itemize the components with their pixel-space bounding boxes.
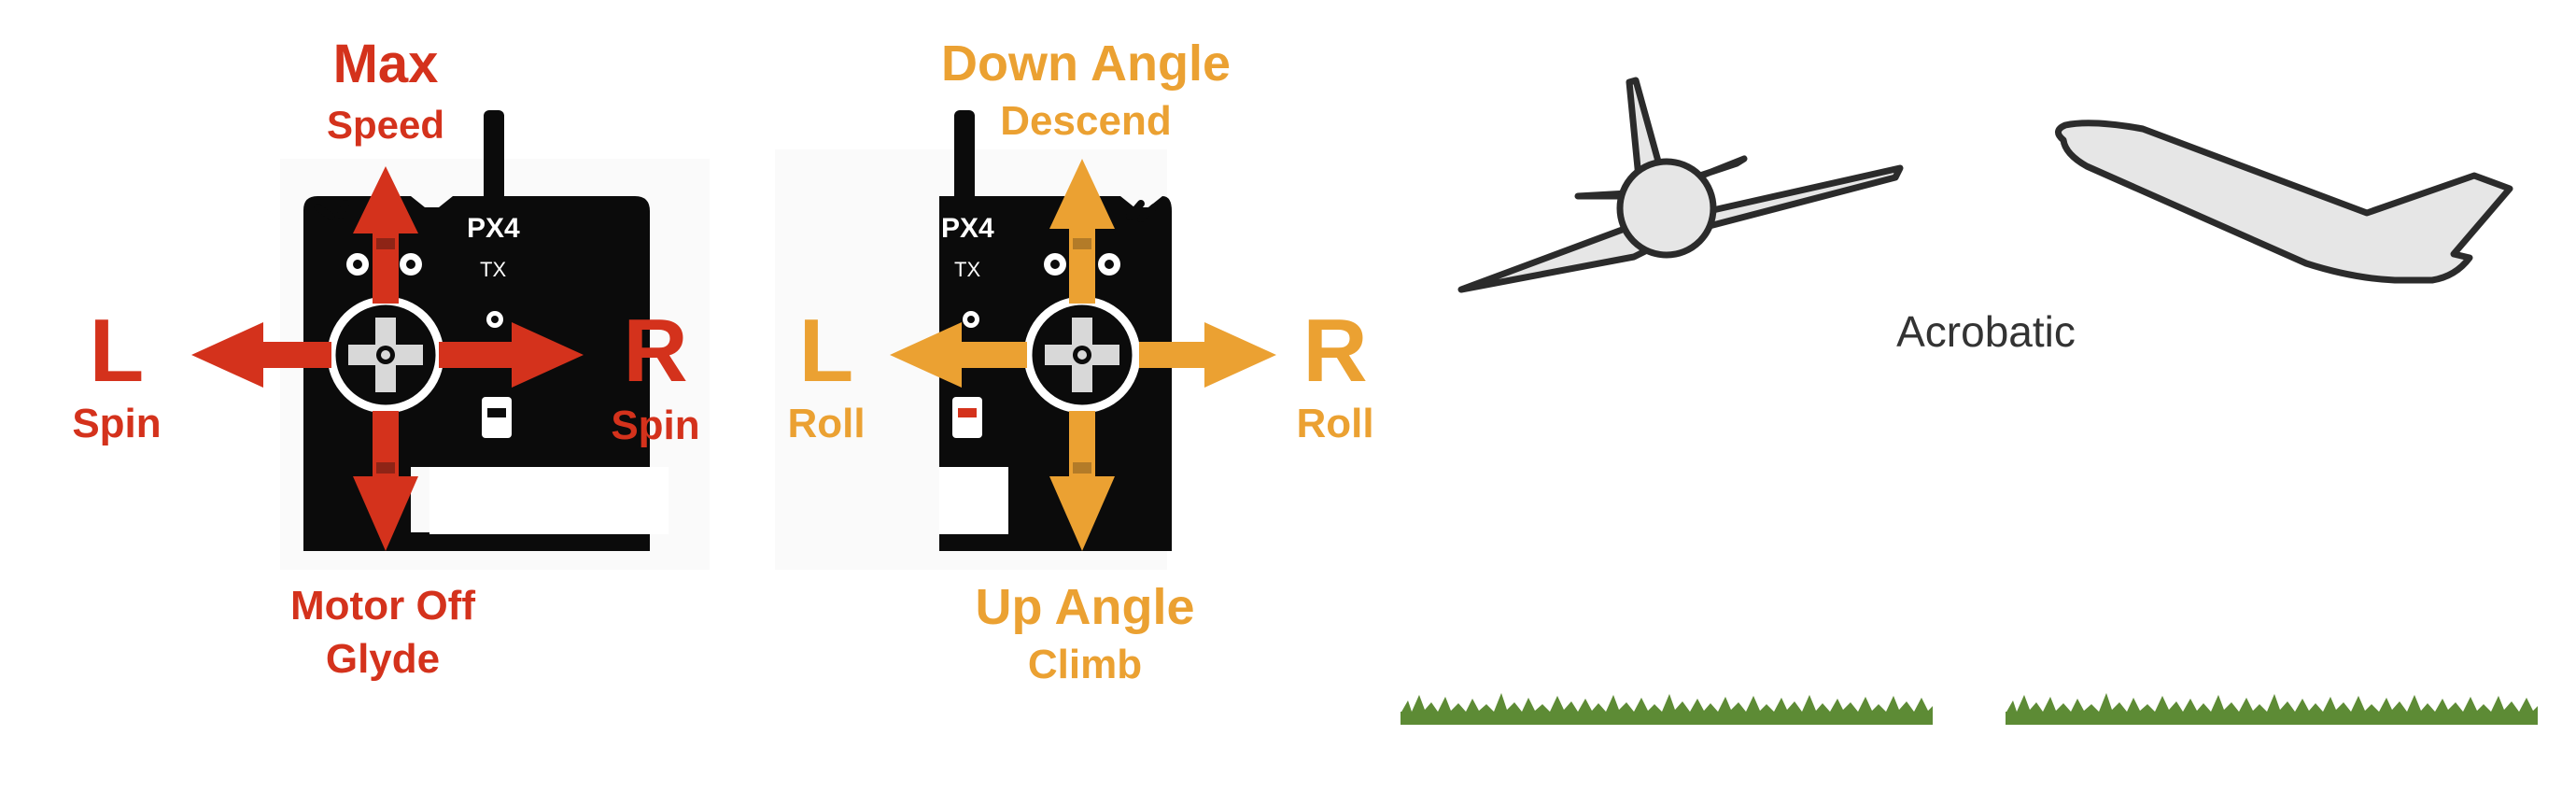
throttle-up-sublabel: Speed <box>327 103 444 147</box>
throttle-down-label: Motor Off <box>290 583 475 629</box>
grass-icon <box>2006 693 2538 725</box>
remote-brand-text: PX4 <box>467 213 520 244</box>
roll-right-label: R <box>1302 301 1367 401</box>
yaw-left-sublabel: Spin <box>72 401 161 446</box>
remote-tx-text: TX <box>480 258 506 281</box>
remote-tx-text: TX <box>954 258 980 281</box>
mode-label: Acrobatic <box>1896 307 2076 356</box>
yaw-right-label: R <box>623 301 687 401</box>
remote-brand-text: PX4 <box>941 213 994 244</box>
pitch-down-label: Up Angle <box>976 579 1195 635</box>
yaw-right-sublabel: Spin <box>611 403 699 448</box>
throttle-up-label: Max <box>333 34 439 94</box>
acrobatic-illustration: Acrobatic <box>1401 77 2538 725</box>
remote-controller-icon: PX4 TX <box>939 110 1172 551</box>
airplane-front-icon <box>1457 77 1904 293</box>
airplane-side-icon <box>2055 120 2513 284</box>
roll-left-label: L <box>799 301 854 401</box>
roll-left-sublabel: Roll <box>787 401 865 446</box>
grass-icon <box>1401 693 1933 725</box>
arrow-icon <box>191 166 584 551</box>
pitch-roll-stick-panel: PX4 TX Down Angle Descend Up Angle Climb… <box>775 35 1374 687</box>
throttle-stick-panel: PX4 TX Max Spe <box>72 34 710 682</box>
throttle-down-sublabel: Glyde <box>326 636 440 682</box>
pitch-up-sublabel: Descend <box>1000 98 1171 144</box>
pitch-down-sublabel: Climb <box>1028 642 1142 687</box>
yaw-left-label: L <box>90 301 145 401</box>
arrow-icon <box>890 159 1276 551</box>
roll-right-sublabel: Roll <box>1296 401 1373 446</box>
pitch-up-label: Down Angle <box>941 35 1231 92</box>
